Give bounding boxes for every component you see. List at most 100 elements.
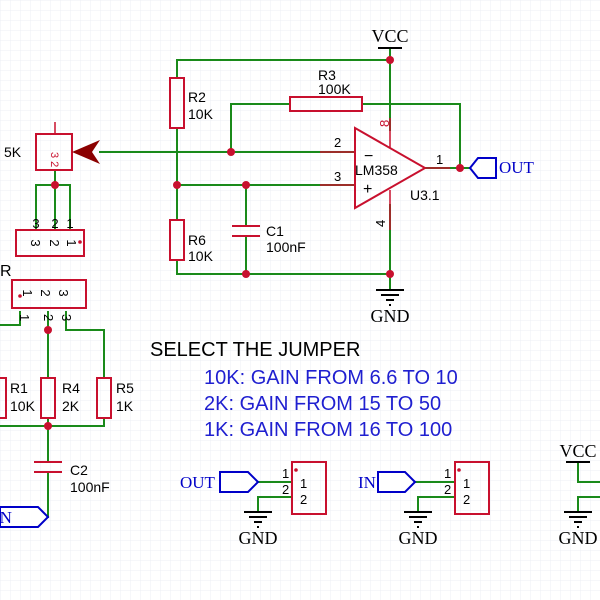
jumper-bottom: R 1 2 3 1 2 3 (0, 263, 87, 321)
jumper-top-body-c: 1 (64, 239, 79, 246)
potentiometer-5k: 3 2 5K (4, 122, 100, 171)
jumper-top-body-a: 3 (28, 239, 43, 246)
jumper-notes: SELECT THE JUMPER 10K: GAIN FROM 6.6 TO … (150, 339, 458, 441)
gnd-label: GND (371, 306, 410, 326)
conn-in-gnd: GND (399, 528, 438, 548)
r5-value: 1K (116, 398, 134, 414)
junction (227, 148, 235, 156)
resistor-r6: R6 10K (169, 219, 214, 264)
junction (456, 164, 464, 172)
c1-ref: C1 (266, 223, 284, 239)
notes-line-2k: 2K: GAIN FROM 15 TO 50 (204, 393, 441, 415)
jumper-top-pin-b: 2 (51, 216, 58, 231)
connector-out: OUT 1 2 1 2 GND (180, 461, 327, 548)
connector-vcc-partial: VCC GND (559, 441, 598, 548)
notes-line-1k: 1K: GAIN FROM 16 TO 100 (204, 419, 452, 441)
c2-ref: C2 (70, 462, 88, 478)
conn-out-pin2: 2 (282, 482, 289, 497)
c1-value: 100nF (266, 239, 306, 255)
resistor-r3: R3 100K (289, 67, 363, 112)
junction (386, 56, 394, 64)
conn-in-net: IN (358, 473, 376, 492)
vcc-symbol: VCC (371, 26, 409, 49)
pin1-marker (78, 240, 82, 244)
r1-value: 10K (10, 398, 36, 414)
junction (51, 181, 59, 189)
conn-out-body2: 2 (300, 492, 307, 507)
pin1-marker (18, 294, 22, 298)
junction (44, 326, 52, 334)
conn-out-net: OUT (180, 473, 216, 492)
jumper-top-pin-a: 3 (32, 216, 39, 231)
opamp-ref: LM358 (355, 162, 398, 178)
opamp-pin-minus: 2 (334, 135, 341, 150)
jumper-bottom-body-c: 3 (56, 289, 71, 296)
vcc-label: VCC (371, 26, 408, 46)
r5-ref: R5 (116, 380, 134, 396)
r2-ref: R2 (188, 89, 206, 105)
opamp-plus: + (363, 181, 372, 198)
pot-value: 5K (4, 144, 22, 160)
net-out-label: OUT (499, 158, 535, 177)
resistor-r5: R5 1K (96, 377, 134, 419)
jumper-bottom-body-b: 2 (38, 289, 53, 296)
conn-in-pin2: 2 (444, 482, 451, 497)
pot-pins: 3 2 (48, 152, 60, 167)
capacitor-c2: C2 100nF (34, 461, 110, 495)
junction (173, 181, 181, 189)
opamp-minus: − (364, 148, 373, 165)
junction (242, 181, 250, 189)
jumper-bottom-pin-c: 3 (59, 314, 74, 321)
r3-value: 100K (318, 81, 351, 97)
resistor-r2: R2 10K (169, 77, 214, 129)
opamp-unit: U3.1 (410, 187, 440, 203)
net-flag-in-left: IN (0, 506, 50, 528)
resistor-r1: R1 10K (0, 377, 36, 419)
r1-ref: R1 (10, 380, 28, 396)
conn-out-gnd: GND (239, 528, 278, 548)
gnd-symbol: GND (371, 289, 410, 326)
capacitor-c1: C1 100nF (232, 223, 306, 255)
jumper-bottom-ref: R (0, 263, 12, 280)
conn-vcc-label: VCC (559, 441, 596, 461)
pin1-marker (457, 468, 461, 472)
c2-value: 100nF (70, 479, 110, 495)
resistor-r4: R4 2K (40, 377, 80, 419)
notes-line-10k: 10K: GAIN FROM 6.6 TO 10 (204, 367, 458, 389)
opamp-pin-vcc: 8 (377, 120, 392, 127)
wiper-arrow-icon (72, 140, 100, 164)
jumper-bottom-pin-b: 2 (41, 314, 56, 321)
junction (242, 270, 250, 278)
jumper-bottom-body-a: 1 (20, 289, 35, 296)
r2-value: 10K (188, 106, 214, 122)
r6-ref: R6 (188, 232, 206, 248)
conn-out-pin1: 1 (282, 466, 289, 481)
net-flag-out-main: OUT (468, 157, 535, 179)
conn-in-body2: 2 (463, 492, 470, 507)
opamp-pin-gnd: 4 (373, 220, 388, 227)
conn-in-pin1: 1 (444, 466, 451, 481)
opamp-pin-plus: 3 (334, 169, 341, 184)
r4-ref: R4 (62, 380, 80, 396)
junctions (44, 56, 464, 430)
r6-value: 10K (188, 248, 214, 264)
jumper-top-body-b: 2 (47, 239, 62, 246)
connector-in: IN 1 2 1 2 GND (358, 461, 490, 548)
jumper-top: 3 2 1 3 2 1 (15, 216, 85, 257)
r4-value: 2K (62, 398, 80, 414)
opamp-lm358: − + LM358 U3.1 2 3 1 8 4 (320, 118, 450, 230)
r3-ref: R3 (318, 67, 336, 83)
conn-vcc-gnd: GND (559, 528, 598, 548)
conn-out-body1: 1 (300, 476, 307, 491)
jumper-bottom-pin-a: 1 (17, 314, 32, 321)
junction (386, 270, 394, 278)
conn-in-body1: 1 (463, 476, 470, 491)
pin1-marker (294, 468, 298, 472)
net-in-label: IN (0, 508, 12, 527)
notes-heading: SELECT THE JUMPER (150, 339, 360, 361)
wires (0, 47, 600, 518)
junction (44, 422, 52, 430)
jumper-top-pin-c: 1 (66, 216, 73, 231)
